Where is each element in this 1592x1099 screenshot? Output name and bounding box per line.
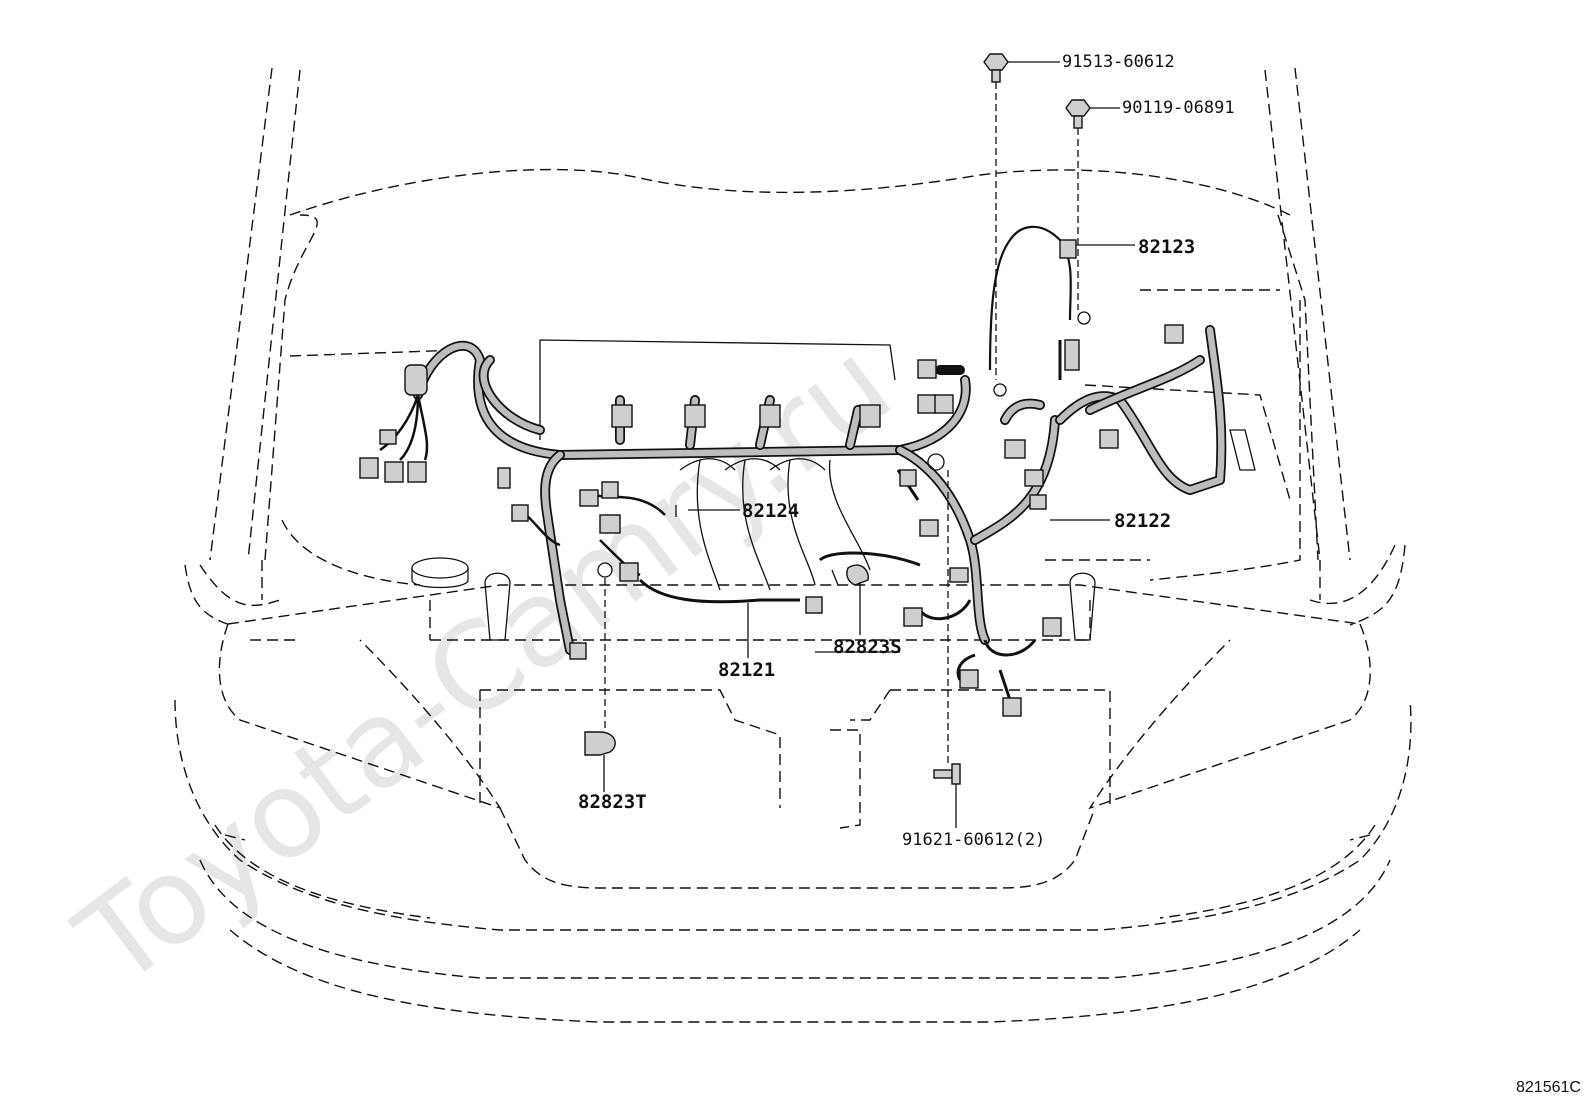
bolt-90119-icon [1065,99,1091,129]
clip-82823S-icon [831,564,869,586]
label-90119-06891: 90119-06891 [1122,98,1235,118]
label-82122: 82122 [1114,510,1171,532]
label-82823T: 82823T [578,791,647,813]
vehicle-body-outline [174,67,1412,1023]
label-82123: 82123 [1138,236,1195,258]
label-82124: 82124 [742,500,799,522]
harness-connectors [359,239,1184,717]
engine-block-outline [411,339,1256,641]
clip-82823T-icon [584,731,616,756]
label-91621-60612: 91621-60612(2) [902,830,1045,850]
label-82823S: 82823S [833,636,902,658]
bolt-91621-icon [933,763,961,785]
diagram-code: 821561C [1516,1079,1581,1096]
leader-lines [603,61,1135,828]
label-82121: 82121 [718,659,775,681]
bolt-91513-icon [983,53,1009,83]
label-91513-60612: 91513-60612 [1062,52,1175,72]
